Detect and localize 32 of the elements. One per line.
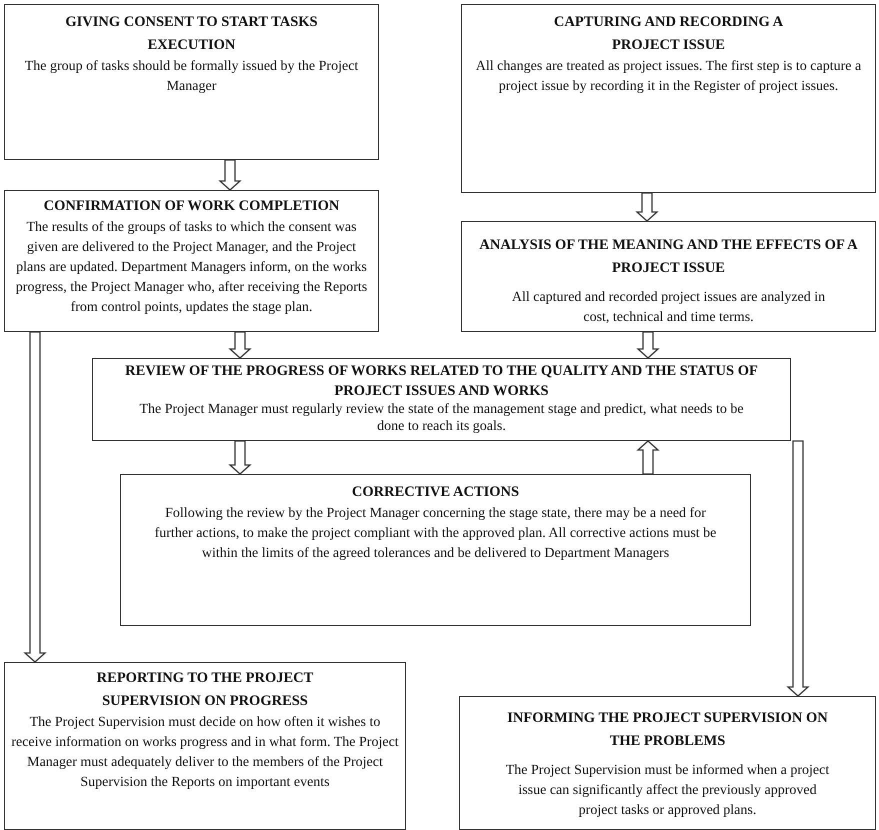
box-description: The group of tasks should be formally issued by the Project Manager — [24, 58, 360, 96]
block-arrow — [636, 440, 660, 475]
box-description: The Project Supervision must decide on how often it wishes to receive information on works progress and in what form. The Project Manager must adequately deliver to the members of the Project Supervision the Reports on important events — [11, 714, 399, 792]
box-heading: INFORMING THE PROJECT SUPERVISION ON THE PROBLEMS — [506, 709, 829, 751]
block-arrow — [218, 159, 242, 191]
block-arrow — [635, 192, 659, 222]
process-box — [4, 190, 379, 332]
block-arrow — [23, 331, 47, 663]
box-description: All changes are treated as project issues. The first step is to capture a project issue by recording it in the Register of project issues. — [474, 58, 862, 96]
box-heading: GIVING CONSENT TO START TASKS EXECUTION — [64, 13, 319, 55]
process-box — [461, 221, 876, 332]
box-description: The Project Manager must regularly review the state of the management stage and predict, what needs to be done to reach its goals. — [138, 401, 745, 435]
box-description: The Project Supervision must be informed when a project issue can significantly affect the previously approved project tasks or approved plans. — [504, 762, 830, 820]
process-box — [92, 358, 791, 441]
box-heading: CAPTURING AND RECORDING A PROJECT ISSUE — [554, 13, 784, 55]
process-box — [459, 696, 876, 830]
box-heading: CONFIRMATION OF WORK COMPLETION — [42, 197, 340, 216]
block-arrow — [228, 440, 252, 475]
process-box — [120, 474, 751, 626]
process-box — [461, 4, 876, 193]
box-description: The results of the groups of tasks to which the consent was given are delivered to the Project Manager, and the Project plans are updated. Department Managers inform, on the works progress, the Project Manager who, after receiving the Reports from control points, updates the stage plan. — [14, 219, 368, 317]
box-description: Following the review by the Project Manager concerning the stage state, there may be a need for further actions, to make the project compliant with the approved plan. All corrective actions must be within the limits of the agreed tolerances and be delivered to Department Managers — [154, 505, 718, 563]
block-arrow — [786, 440, 810, 697]
box-heading: ANALYSIS OF THE MEANING AND THE EFFECTS OF A PROJECT ISSUE — [478, 236, 859, 278]
block-arrow — [228, 331, 252, 359]
block-arrow — [636, 331, 660, 359]
box-heading: REPORTING TO THE PROJECT SUPERVISION ON PROGRESS — [96, 669, 314, 711]
box-heading: REVIEW OF THE PROGRESS OF WORKS RELATED TO THE QUALITY AND THE STATUS OF PROJECT ISSUES AND WORKS — [124, 362, 759, 401]
process-box — [4, 662, 406, 830]
process-box — [4, 4, 379, 160]
box-heading: CORRECTIVE ACTIONS — [350, 483, 520, 502]
box-description: All captured and recorded project issues are analyzed in cost, technical and time terms. — [510, 289, 826, 327]
